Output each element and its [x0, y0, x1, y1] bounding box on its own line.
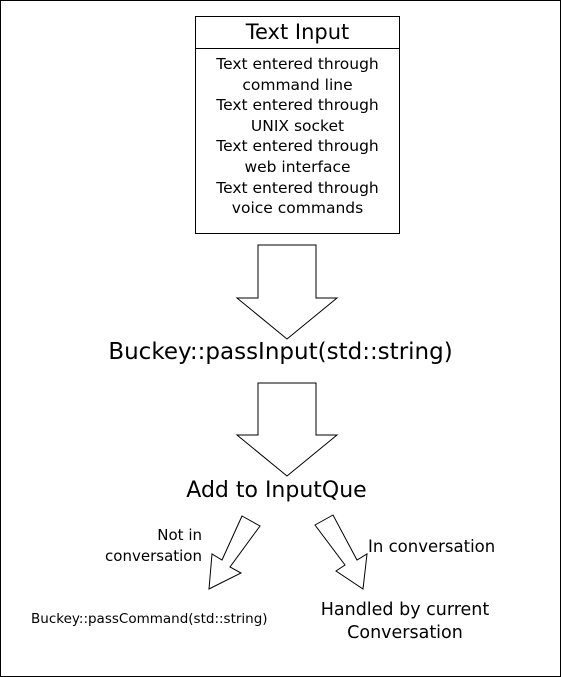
arrow-input-to-pass-input	[235, 244, 339, 340]
source-web-interface-line1: Text entered through	[216, 137, 379, 156]
arrow-queue-to-pass-command	[208, 515, 261, 590]
source-voice-commands-line1: Text entered through	[216, 178, 379, 197]
arrow-queue-to-conversation	[314, 514, 368, 590]
in-conversation-label: In conversation	[368, 537, 496, 556]
text-input-title: Text Input	[196, 17, 399, 49]
text-input-box: Text Input Text entered through command …	[195, 16, 400, 234]
pass-input-step: Buckey::passInput(std::string)	[108, 339, 453, 365]
source-command-line-line2: command line	[242, 75, 353, 94]
source-web-interface-line2: web interface	[244, 157, 351, 176]
source-unix-socket-line1: Text entered through	[216, 96, 379, 115]
handled-by-conversation-result: Handled by current Conversation	[320, 600, 490, 643]
source-command-line-line1: Text entered through	[216, 55, 379, 73]
not-in-conversation-label: Not in conversation	[105, 526, 202, 565]
source-unix-socket-line2: UNIX socket	[250, 116, 345, 135]
source-voice-commands-line2: voice commands	[231, 199, 364, 218]
arrow-pass-input-to-queue	[235, 382, 339, 477]
add-to-queue-step: Add to InputQue	[186, 478, 367, 503]
text-input-sources: Text entered through command line Text e…	[196, 49, 399, 219]
pass-command-result: Buckey::passCommand(std::string)	[31, 611, 268, 627]
